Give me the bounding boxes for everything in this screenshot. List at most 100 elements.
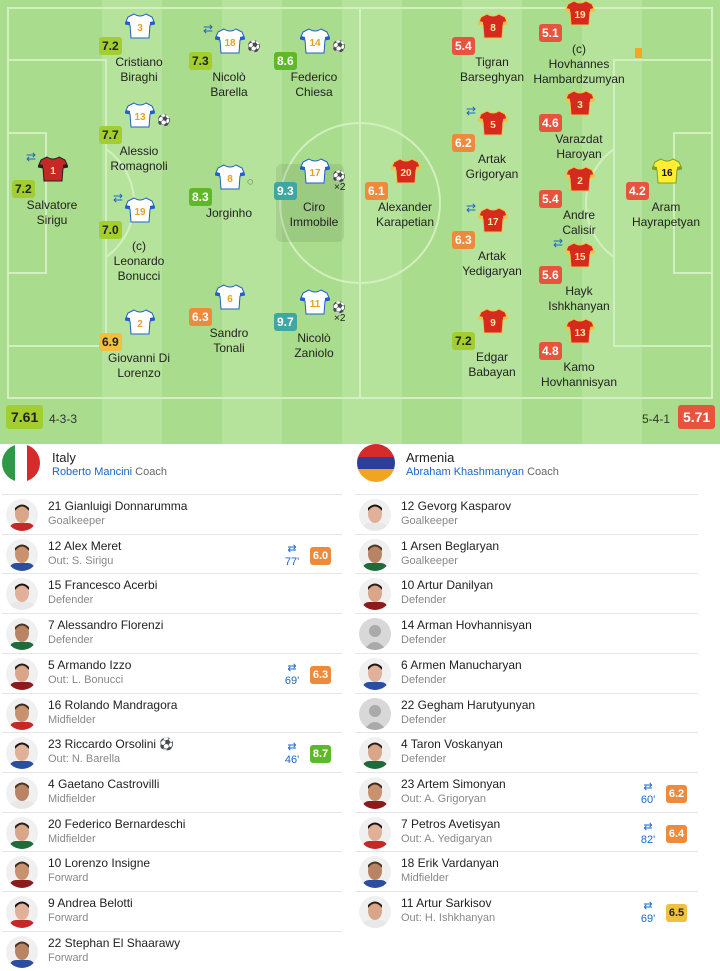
player-rating: 7.2 bbox=[99, 37, 122, 55]
bench-player-name: 14 Arman Hovhannisyan bbox=[401, 618, 532, 633]
player-avatar bbox=[359, 896, 391, 928]
bench-player-name: 18 Erik Vardanyan bbox=[401, 856, 499, 871]
sub-minute: 69' bbox=[284, 674, 300, 687]
shirt-icon: 2 bbox=[124, 309, 156, 335]
player-rating: 4.8 bbox=[539, 342, 562, 360]
bench-player-detail: Out: H. Ishkhanyan bbox=[401, 912, 496, 924]
player-avatar bbox=[6, 499, 38, 531]
goal-icon: ⚽ bbox=[332, 171, 346, 183]
bench-player-detail: Defender bbox=[401, 673, 447, 686]
home-coach-name[interactable]: Roberto Mancini bbox=[52, 466, 133, 478]
substitution-info: ⇄60' bbox=[636, 781, 660, 807]
home-coach: Roberto Mancini Coach bbox=[52, 466, 167, 478]
player-rating: 7.0 bbox=[99, 221, 122, 239]
substitution-info: ⇄82' bbox=[636, 821, 660, 847]
substitution-icon: ⇄ bbox=[643, 780, 653, 793]
player-rating: 6.2 bbox=[452, 134, 475, 152]
player-avatar bbox=[6, 737, 38, 770]
away-coach: Abraham Khashmanyan Coach bbox=[406, 466, 559, 478]
substitution-icon: ⇄ bbox=[643, 820, 653, 833]
substitution-icon: ⇄ bbox=[287, 542, 297, 555]
svg-text:3: 3 bbox=[137, 23, 143, 34]
bench-player-name: 22 Stephan El Shaarawy bbox=[48, 935, 181, 950]
player-rating: 6.3 bbox=[452, 231, 475, 249]
substitution-icon: ⇄ bbox=[643, 900, 653, 912]
svg-text:1: 1 bbox=[50, 166, 56, 177]
shirt-icon: 14 bbox=[299, 28, 331, 54]
bench-player-detail: Out: L. Bonucci bbox=[48, 673, 124, 686]
shirt-icon: 8 bbox=[214, 164, 246, 190]
yellow-card-icon bbox=[635, 48, 642, 58]
away-coach-name[interactable]: Abraham Khashmanyan bbox=[406, 466, 525, 478]
player-avatar bbox=[6, 578, 38, 611]
bench-player-detail: Forward bbox=[48, 912, 89, 924]
sub-minute: 77' bbox=[284, 555, 300, 568]
home-bench-row[interactable]: 23 Riccardo Orsolini ⚽Out: N. Barella⇄46… bbox=[2, 732, 342, 772]
bench-player-detail: Goalkeeper bbox=[401, 554, 458, 567]
bench-player-name: 10 Artur Danilyan bbox=[401, 578, 494, 593]
goal-icon: ◌ bbox=[247, 176, 254, 188]
bench-player-detail: Forward bbox=[48, 872, 89, 885]
bench-player-detail: Goalkeeper bbox=[48, 515, 105, 527]
svg-text:2: 2 bbox=[577, 176, 583, 187]
player-avatar bbox=[359, 538, 391, 571]
bench-player-name: 10 Lorenzo Insigne bbox=[48, 856, 151, 871]
player-avatar bbox=[6, 657, 38, 690]
home-team-rating: 7.61 bbox=[6, 405, 44, 429]
player-avatar bbox=[359, 697, 391, 730]
